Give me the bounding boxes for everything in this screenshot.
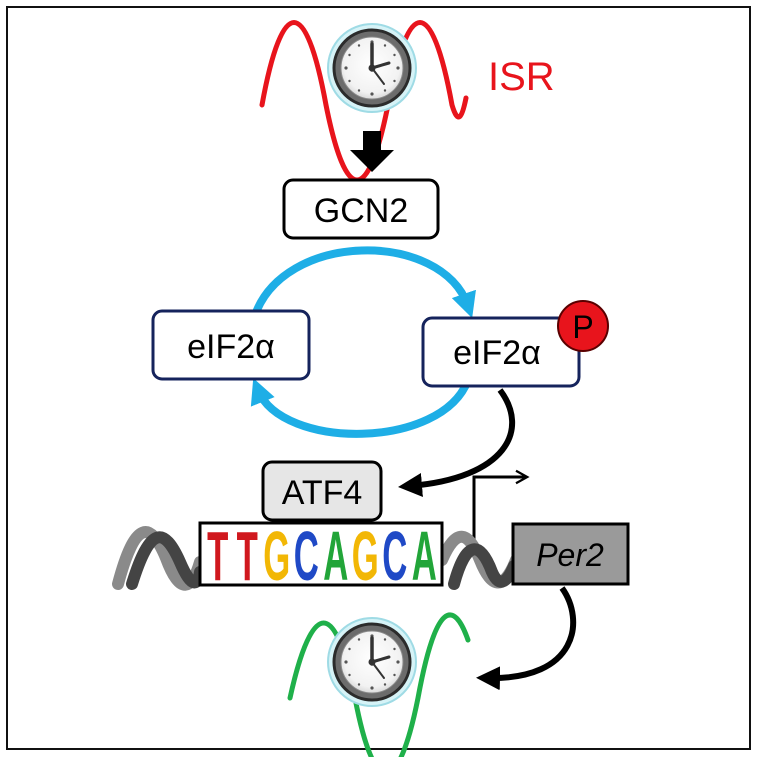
phosphorylated-eif2a-label: eIF2α [453,334,541,372]
dna-helix-icon [112,526,206,591]
activation-arrow [398,388,516,497]
atf4-box: ATF4 [261,460,383,522]
gcn2-label: GCN2 [314,192,408,230]
atf4-label: ATF4 [282,474,363,512]
motif-letter: A [323,517,348,596]
clock-icon [326,22,418,114]
motif-letter: T [237,517,258,596]
per2-gene-box: Per2 [511,522,630,586]
circadian-output-wave [287,612,471,757]
motif-letter: A [412,517,437,596]
motif-letter: T [207,517,228,596]
cycle-arrow-icon [250,246,476,320]
phosphate-label: P [572,309,593,345]
motif-letter: G [352,517,379,596]
expression-arrow [476,586,577,691]
per2-label: Per2 [536,537,604,573]
cycle-arrow-icon [250,378,472,438]
transcription-start-arrow-icon [472,469,530,542]
eif2a-label: eIF2α [187,328,275,366]
phosphate-badge [557,300,609,352]
motif-letter: G [263,517,290,596]
eif2a-box: eIF2α [151,309,311,381]
phosphorylated-eif2a-box: eIF2α P [421,300,609,388]
dna-helix-icon [436,530,522,590]
isr-label: ISR [488,55,555,99]
clock-icon [326,616,418,708]
motif-letter: C [382,517,407,596]
gcn2-box: GCN2 [282,178,440,240]
motif-letter: C [294,517,319,596]
down-arrow-icon [350,131,394,172]
